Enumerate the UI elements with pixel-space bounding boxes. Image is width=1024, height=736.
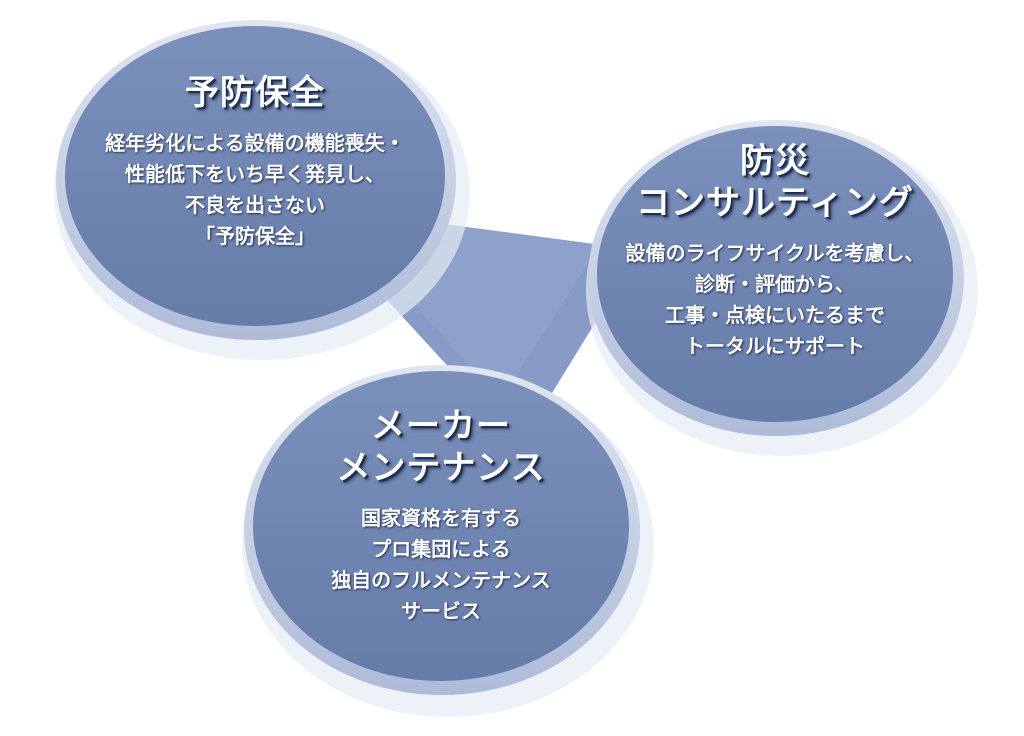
maker-line-4: サービス xyxy=(401,599,481,623)
maker-line-1: 国家資格を有する xyxy=(361,506,521,530)
disc-maker xyxy=(242,365,654,717)
preventive-content: 予防保全 経年劣化による設備の機能喪失・ 性能低下をいち早く発見し、 不良を出さ… xyxy=(80,72,430,252)
disaster-title-line-1: 防災 xyxy=(740,141,810,181)
disaster-line-2: 診断・評価から、 xyxy=(695,272,855,296)
maker-title-line-1: メーカー xyxy=(371,406,511,446)
preventive-title: 予防保全 xyxy=(185,73,325,113)
maker-line-3: 独自のフルメンテナンス xyxy=(331,568,551,592)
maker-content: メーカー メンテナンス 国家資格を有する プロ集団による 独自のフルメンテナンス… xyxy=(266,405,616,627)
disaster-line-1: 設備のライフサイクルを考慮し、 xyxy=(625,241,925,265)
preventive-line-2: 性能低下をいち早く発見し、 xyxy=(125,162,385,186)
maker-title-line-2: メンテナンス xyxy=(336,448,546,488)
disaster-line-3: 工事・点検にいたるまで xyxy=(665,303,885,327)
disaster-line-4: トータルにサポート xyxy=(685,334,865,358)
disc-preventive xyxy=(54,20,470,360)
disc-disaster xyxy=(586,120,978,456)
preventive-line-4: 「予防保全」 xyxy=(195,224,315,248)
disaster-title-line-2: コンサルティング xyxy=(636,183,914,223)
maker-line-2: プロ集団による xyxy=(371,537,511,561)
preventive-line-3: 不良を出さない xyxy=(185,193,325,217)
disaster-content: 防災 コンサルティング 設備のライフサイクルを考慮し、 診断・評価から、 工事・… xyxy=(600,140,950,362)
preventive-line-1: 経年劣化による設備の機能喪失・ xyxy=(105,131,405,155)
